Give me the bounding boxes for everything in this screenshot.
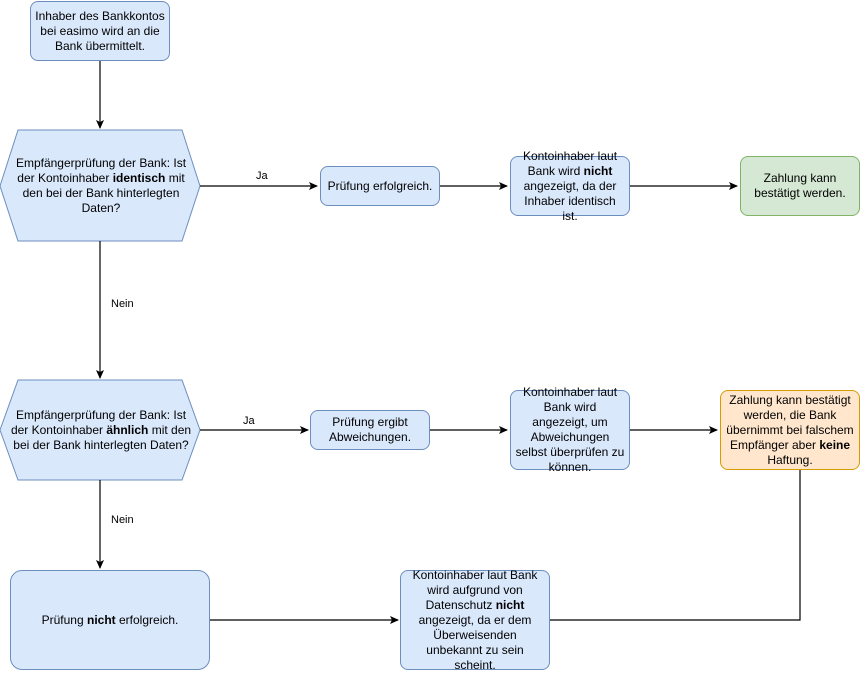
decision-shape-aehnlich	[0, 379, 201, 481]
pruefung-nicht-erfolgreich-node: Prüfung nicht erfolgreich.	[10, 570, 210, 670]
info-abweichungen-node: Kontoinhaber laut Bank wird angezeigt, u…	[510, 385, 630, 474]
result-zahlung-bestaetigt-text: Zahlung kann bestätigt werden.	[754, 171, 846, 200]
result-keine-haftung-node: Zahlung kann bestätigt werden, die Bank …	[720, 390, 860, 470]
decision-shape-identisch	[0, 129, 201, 242]
edge-info3-to-result2	[550, 443, 804, 621]
edge-label-nein-1: Nein	[110, 298, 135, 310]
start-node: Inhaber des Bankkontos bei easimo wird a…	[30, 1, 170, 61]
edge-label-ja-2: Ja	[242, 415, 256, 427]
pruefung-erfolgreich-text: Prüfung erfolgreich.	[327, 178, 433, 193]
edge-label-ja-1: Ja	[255, 170, 269, 182]
abweichungen-text: Prüfung ergibt Abweichungen.	[328, 415, 412, 444]
decision-aehnlich-text: Empfängerprüfung der Bank: Ist der Konto…	[10, 407, 192, 452]
start-node-text: Inhaber des Bankkontos bei easimo wird a…	[35, 8, 165, 53]
edge-label-nein-2: Nein	[110, 514, 135, 526]
abweichungen-node: Prüfung ergibt Abweichungen.	[310, 410, 430, 450]
info-identisch-node: Kontoinhaber laut Bank wird nicht angeze…	[510, 149, 630, 223]
result-zahlung-bestaetigt-node: Zahlung kann bestätigt werden.	[740, 156, 860, 216]
info-datenschutz-node: Kontoinhaber laut Bank wird aufgrund von…	[400, 568, 550, 672]
decision-identisch-text: Empfängerprüfung der Bank: Ist der Konto…	[15, 156, 187, 215]
info-abweichungen-text: Kontoinhaber laut Bank wird angezeigt, u…	[515, 385, 625, 474]
pruefung-erfolgreich-node: Prüfung erfolgreich.	[320, 166, 440, 206]
